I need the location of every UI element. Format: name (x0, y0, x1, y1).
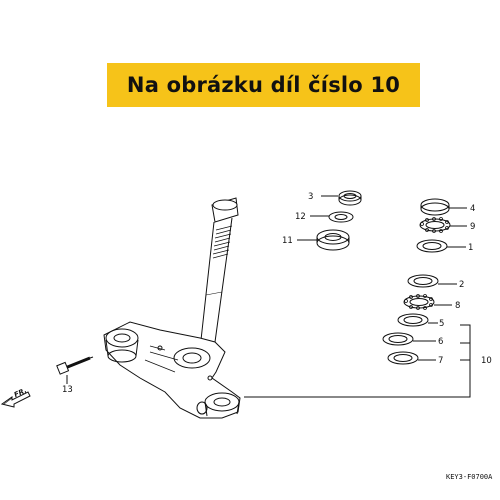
callout-5: 5 (439, 319, 444, 329)
callout-2: 2 (459, 280, 464, 290)
part-5-race (397, 313, 438, 327)
callout-3: 3 (308, 192, 313, 202)
callout-13: 13 (62, 385, 73, 395)
part-9-bearing (419, 217, 467, 233)
callout-4: 4 (470, 204, 475, 214)
drawing-code: KEY3-F0700A (446, 473, 493, 481)
part-6-seal (382, 332, 436, 346)
callout-1: 1 (468, 243, 473, 253)
part-3-locknut (321, 190, 362, 206)
bracket-10 (244, 324, 471, 398)
bolt-13 (56, 356, 94, 375)
part-number-banner: Na obrázku díl číslo 10 (107, 63, 420, 107)
bottom-bridge (103, 321, 241, 419)
banner-text: Na obrázku díl číslo 10 (126, 73, 401, 97)
callout-6: 6 (438, 337, 443, 347)
front-direction-arrow (0, 391, 31, 408)
callout-7: 7 (438, 356, 443, 366)
part-12-washer (310, 211, 354, 223)
callout-11: 11 (282, 236, 293, 246)
callout-12: 12 (295, 212, 306, 222)
part-8-bearing (403, 294, 452, 310)
callout-9: 9 (470, 222, 475, 232)
part-7-washer (387, 351, 436, 365)
callout-10: 10 (481, 356, 492, 366)
steering-stem-shaft (200, 197, 239, 343)
part-4-cap (420, 198, 467, 216)
part-1-race (416, 239, 466, 253)
part-2-race (407, 274, 457, 288)
part-11-adjusting-nut (297, 229, 350, 251)
callout-8: 8 (455, 301, 460, 311)
